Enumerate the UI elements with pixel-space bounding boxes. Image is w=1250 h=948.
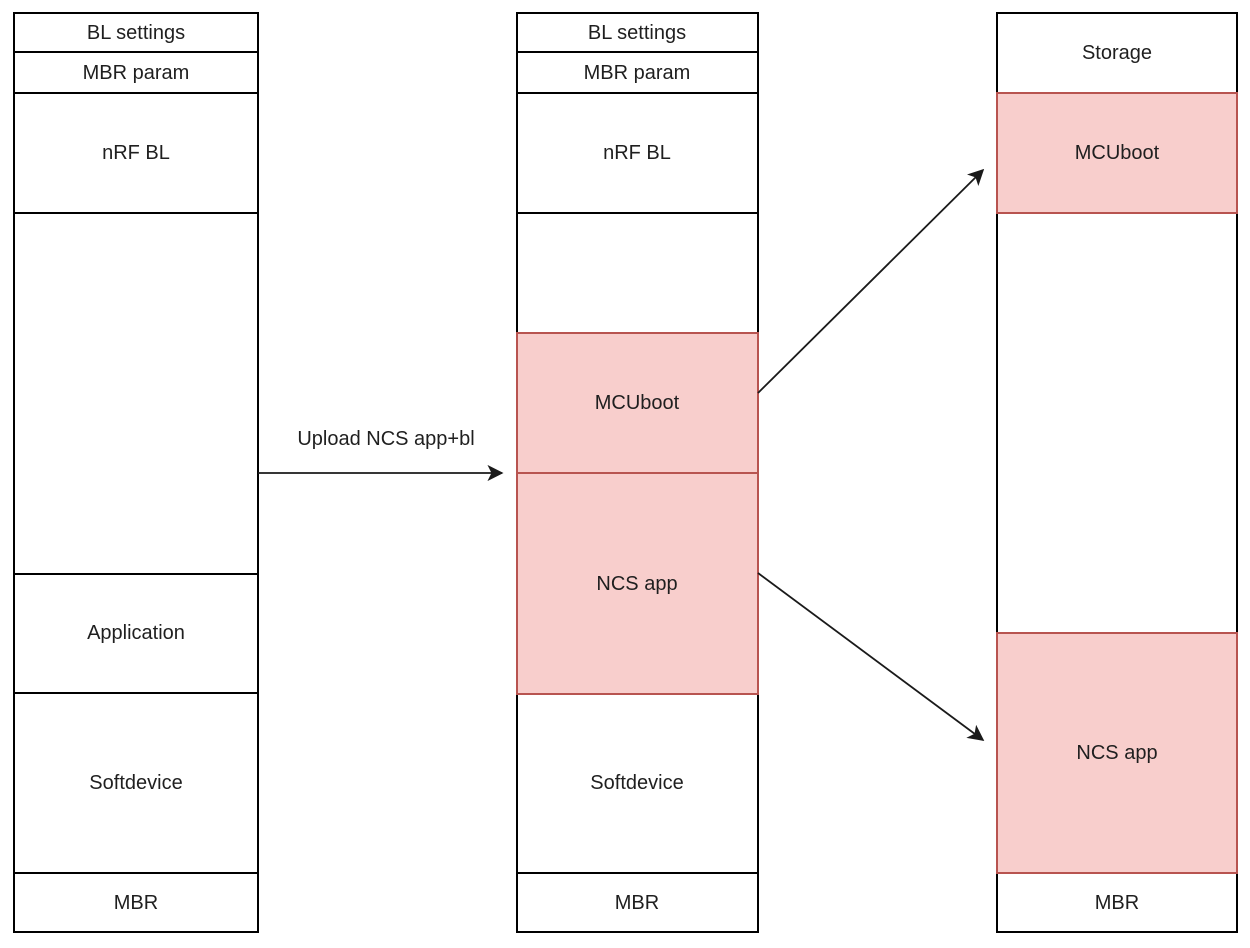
upload-arrow-label: Upload NCS app+bl (297, 428, 474, 450)
upload-mbr-param-label: MBR param (584, 62, 691, 84)
initial-softdevice-label: Softdevice (89, 772, 182, 794)
final-storage-label: Storage (1082, 42, 1152, 64)
column-initial: BL settings MBR param nRF BL Application… (13, 12, 259, 933)
upload-mbr-label: MBR (615, 892, 659, 914)
final-mbr-label: MBR (1095, 892, 1139, 914)
column-final: Storage MCUboot NCS app MBR (996, 12, 1238, 933)
final-storage-box (996, 12, 1238, 94)
final-ncs-app-box (996, 632, 1238, 874)
initial-bl-settings-box (13, 12, 259, 53)
initial-mbr-param-label: MBR param (83, 62, 190, 84)
initial-application-box (13, 573, 259, 694)
upload-nrf-bl-label: nRF BL (603, 142, 671, 164)
ncs-app-copy-arrow (757, 572, 985, 741)
column-after-upload: BL settings MBR param nRF BL MCUboot NCS… (516, 12, 759, 933)
final-ncs-app-label: NCS app (1076, 742, 1157, 764)
final-mcuboot-label: MCUboot (1075, 142, 1160, 164)
mcuboot-copy-arrow (757, 168, 985, 394)
upload-mcuboot-box (516, 332, 759, 474)
upload-free-space-box (516, 212, 759, 334)
upload-softdevice-box (516, 693, 759, 874)
upload-softdevice-label: Softdevice (590, 772, 683, 794)
upload-ncs-app-box (516, 472, 759, 695)
initial-bl-settings-label: BL settings (87, 22, 185, 44)
upload-mbr-box (516, 872, 759, 933)
upload-bl-settings-label: BL settings (588, 22, 686, 44)
arrow-layer: Upload NCS app+bl (258, 168, 985, 741)
initial-mbr-box (13, 872, 259, 933)
final-free-space-box (996, 212, 1238, 634)
initial-mbr-label: MBR (114, 892, 158, 914)
upload-ncs-app-label: NCS app (596, 573, 677, 595)
initial-free-space-box (13, 212, 259, 575)
initial-mbr-param-box (13, 51, 259, 94)
upload-mcuboot-label: MCUboot (595, 392, 680, 414)
initial-softdevice-box (13, 692, 259, 874)
initial-application-label: Application (87, 622, 185, 644)
initial-nrf-bl-box (13, 92, 259, 214)
initial-nrf-bl-label: nRF BL (102, 142, 170, 164)
final-mbr-box (996, 872, 1238, 933)
final-mcuboot-box (996, 92, 1238, 214)
upload-mbr-param-box (516, 51, 759, 94)
